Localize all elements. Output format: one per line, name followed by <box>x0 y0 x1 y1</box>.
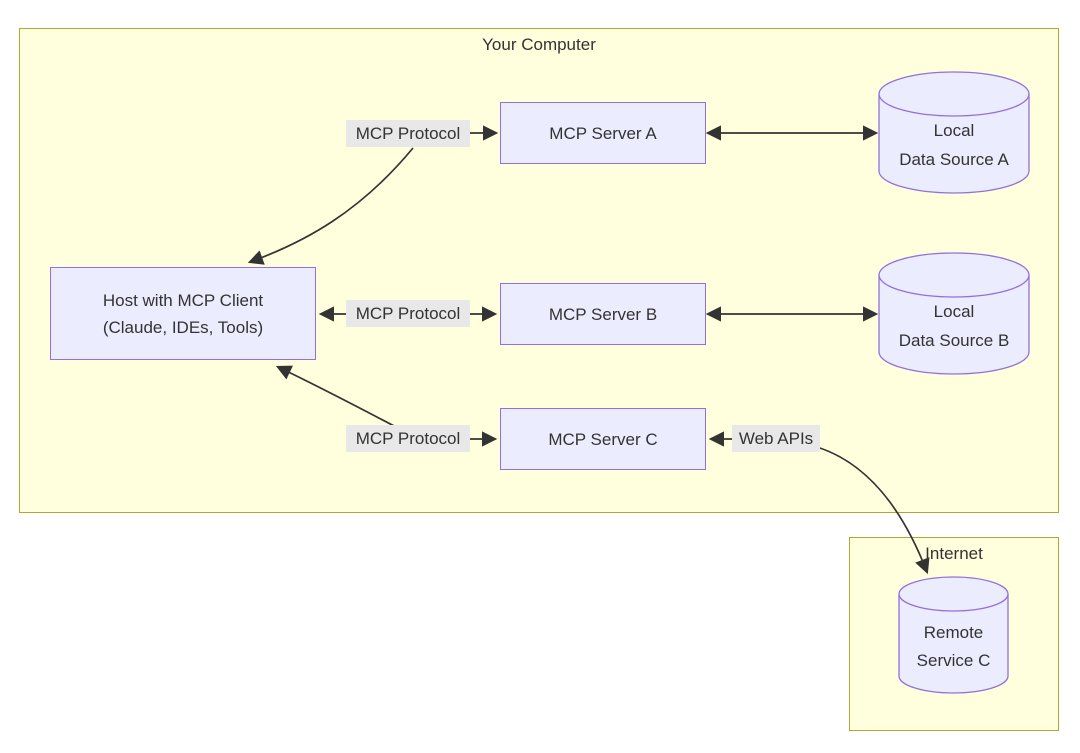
ds-a-line1: Local <box>933 121 975 140</box>
node-host-line2: (Claude, IDEs, Tools) <box>102 317 264 337</box>
node-mcp-server-a: MCP Server A <box>500 102 706 164</box>
node-local-data-source-b-label: Local Data Source B <box>879 297 1029 355</box>
remote-c-line1: Remote <box>923 623 984 642</box>
node-mcp-server-a-label: MCP Server A <box>549 123 657 143</box>
ds-a-line2: Data Source A <box>899 150 1009 169</box>
node-host-with-mcp-client: Host with MCP Client (Claude, IDEs, Tool… <box>50 267 316 360</box>
node-host-line1: Host with MCP Client <box>102 290 264 310</box>
edge-label-web-apis: Web APIs <box>732 425 820 452</box>
edge-label-mcp-protocol-c: MCP Protocol <box>346 425 470 452</box>
remote-c-line2: Service C <box>916 651 991 670</box>
node-local-data-source-a-label: Local Data Source A <box>879 116 1029 174</box>
edge-label-mcp-protocol-b: MCP Protocol <box>346 300 470 327</box>
node-mcp-server-b: MCP Server B <box>500 283 706 345</box>
node-mcp-server-c-label: MCP Server C <box>548 429 658 449</box>
ds-b-line1: Local <box>933 302 975 321</box>
ds-b-line2: Data Source B <box>898 331 1010 350</box>
node-mcp-server-b-label: MCP Server B <box>548 304 658 324</box>
node-remote-service-c-label: Remote Service C <box>899 619 1008 675</box>
cluster-your-computer-title: Your Computer <box>482 35 596 54</box>
cluster-internet-title: Internet <box>925 544 983 563</box>
edge-label-mcp-protocol-a: MCP Protocol <box>346 120 470 147</box>
node-mcp-server-c: MCP Server C <box>500 408 706 470</box>
